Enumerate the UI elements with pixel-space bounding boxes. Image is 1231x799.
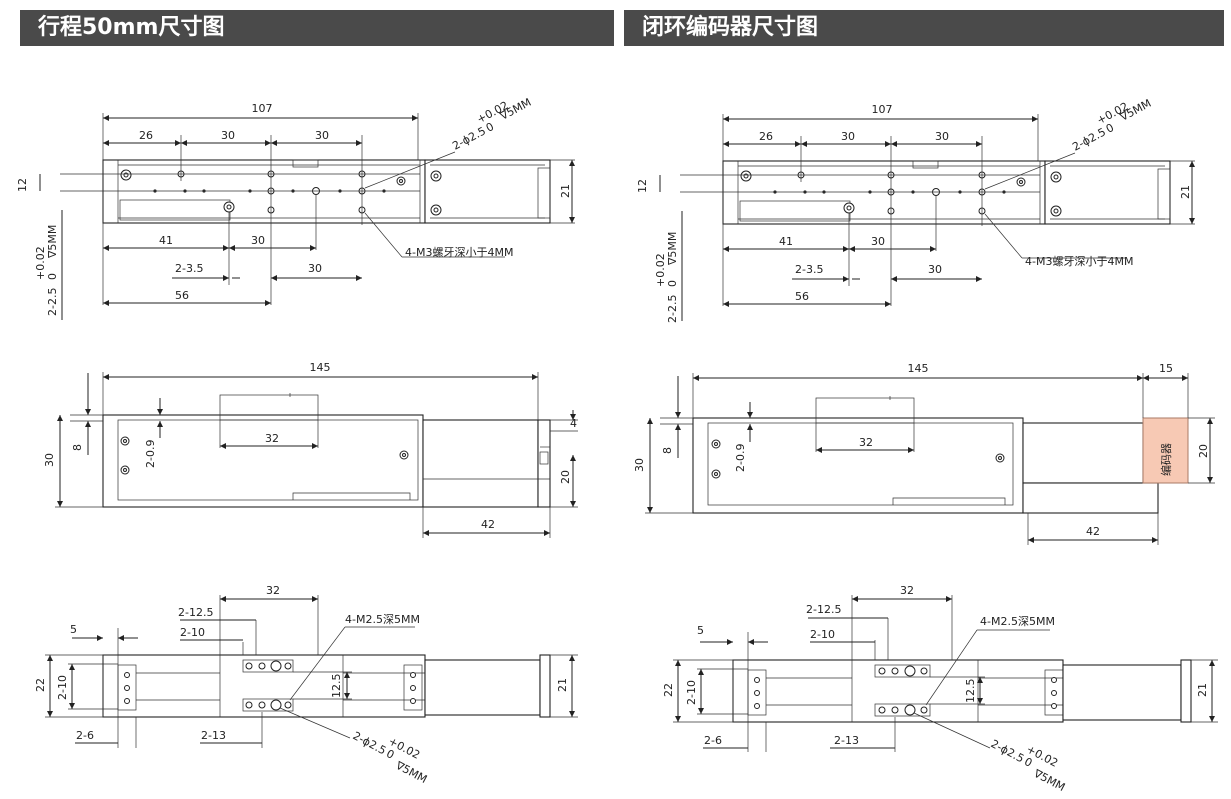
dim-30-d: 30 bbox=[928, 263, 942, 276]
hole-tolerance-note: 2-ϕ2.5 0 +0.02 ∇5MM bbox=[351, 729, 430, 786]
dim-41: 41 bbox=[779, 235, 793, 248]
left-side-view: 145 30 8 2-0.9 32 4 20 42 bbox=[43, 361, 578, 538]
dim-42: 42 bbox=[481, 518, 495, 531]
thread-note: 4-M2.5深5MM bbox=[980, 615, 1055, 628]
thread-note: 4-M2.5深5MM bbox=[345, 613, 420, 626]
dim-30: 30 bbox=[633, 458, 646, 472]
dim-12-5: 12.5 bbox=[330, 674, 343, 699]
dim-21: 21 bbox=[559, 184, 572, 198]
dim-26: 26 bbox=[139, 129, 153, 142]
dim-32: 32 bbox=[900, 584, 914, 597]
svg-text:2-ϕ2.5: 2-ϕ2.5 bbox=[1070, 125, 1108, 153]
svg-text:∇5MM: ∇5MM bbox=[46, 225, 59, 259]
dim-12: 12 bbox=[636, 179, 649, 193]
dim-56: 56 bbox=[175, 289, 189, 302]
svg-text:2-ϕ2.5: 2-ϕ2.5 bbox=[989, 737, 1027, 765]
dim-8: 8 bbox=[71, 444, 84, 451]
dim-21: 21 bbox=[556, 678, 569, 692]
svg-text:编码器: 编码器 bbox=[1159, 443, 1173, 476]
svg-text:0: 0 bbox=[666, 280, 679, 287]
dim-32: 32 bbox=[265, 432, 279, 445]
dim-32: 32 bbox=[266, 584, 280, 597]
dim-30-c: 30 bbox=[251, 234, 265, 247]
dim-2-10-side: 2-10 bbox=[685, 680, 698, 705]
encoder-block bbox=[1142, 417, 1189, 484]
dim-12: 12 bbox=[16, 178, 29, 192]
dim-2-6: 2-6 bbox=[76, 729, 94, 742]
dim-2-12-5: 2-12.5 bbox=[178, 606, 213, 619]
dim-5: 5 bbox=[697, 624, 704, 637]
side-tolerance-note: 2-2.5 0 +0.02 ∇5MM bbox=[654, 232, 679, 323]
dim-15: 15 bbox=[1159, 362, 1173, 375]
svg-text:2-2.5: 2-2.5 bbox=[46, 288, 59, 316]
dim-20: 20 bbox=[559, 470, 572, 484]
dim-2-13: 2-13 bbox=[834, 734, 859, 747]
dim-30-c: 30 bbox=[871, 235, 885, 248]
right-section-header: 闭环编码器尺寸图 bbox=[624, 10, 1224, 46]
dim-2-0-9: 2-0.9 bbox=[144, 440, 157, 468]
dim-5: 5 bbox=[70, 623, 77, 636]
dim-30-a: 30 bbox=[221, 129, 235, 142]
dim-2-3-5: 2-3.5 bbox=[175, 262, 203, 275]
dim-22: 22 bbox=[34, 678, 47, 692]
dim-145: 145 bbox=[908, 362, 929, 375]
hole-tolerance-note: 2-ϕ2.5 0 +0.02 ∇5MM bbox=[1070, 97, 1153, 154]
svg-text:+0.02: +0.02 bbox=[34, 246, 47, 280]
dim-8: 8 bbox=[661, 447, 674, 454]
right-bottom-view: 32 2-12.5 2-10 5 22 2-10 12.5 21 2-6 2-1… bbox=[662, 584, 1218, 794]
dim-2-3-5: 2-3.5 bbox=[795, 263, 823, 276]
dim-22: 22 bbox=[662, 683, 675, 697]
side-tolerance-note: 2-2.5 0 +0.02 ∇5MM bbox=[34, 225, 59, 316]
dim-30-b: 30 bbox=[315, 129, 329, 142]
svg-text:0: 0 bbox=[46, 273, 59, 280]
dim-12-5: 12.5 bbox=[964, 679, 977, 704]
dim-30: 30 bbox=[43, 453, 56, 467]
right-side-view: 编码器 145 15 30 8 2-0.9 32 20 42 bbox=[633, 362, 1215, 545]
dim-32: 32 bbox=[859, 436, 873, 449]
svg-text:2-2.5: 2-2.5 bbox=[666, 295, 679, 323]
left-top-view: 107 26 30 30 12 21 41 30 2-3.5 30 56 2-ϕ… bbox=[16, 96, 575, 320]
dim-30-b: 30 bbox=[935, 130, 949, 143]
dim-2-13: 2-13 bbox=[201, 729, 226, 742]
svg-text:∇5MM: ∇5MM bbox=[393, 758, 429, 786]
dim-2-12-5: 2-12.5 bbox=[806, 603, 841, 616]
dim-20: 20 bbox=[1197, 444, 1210, 458]
thread-note: 4-M3螺牙深小于4MM bbox=[405, 246, 513, 259]
thread-note: 4-M3螺牙深小于4MM bbox=[1025, 255, 1133, 268]
encoder-label: 编码器 bbox=[1159, 443, 1173, 476]
dim-107: 107 bbox=[252, 102, 273, 115]
dim-42: 42 bbox=[1086, 525, 1100, 538]
left-section-header: 行程50mm尺寸图 bbox=[20, 10, 614, 46]
hole-tolerance-note: 2-ϕ2.5 0 +0.02 ∇5MM bbox=[989, 737, 1068, 794]
svg-text:∇5MM: ∇5MM bbox=[1031, 766, 1067, 794]
dim-2-10-top: 2-10 bbox=[180, 626, 205, 639]
dim-145: 145 bbox=[310, 361, 331, 374]
dim-56: 56 bbox=[795, 290, 809, 303]
svg-text:∇5MM: ∇5MM bbox=[666, 232, 679, 266]
dim-21: 21 bbox=[1179, 185, 1192, 199]
svg-text:2-ϕ2.5: 2-ϕ2.5 bbox=[450, 124, 488, 152]
right-top-view: 107 26 30 30 12 21 41 30 2-3.5 30 56 2-ϕ… bbox=[636, 97, 1195, 323]
dim-2-6: 2-6 bbox=[704, 734, 722, 747]
dim-4: 4 bbox=[570, 417, 577, 430]
dim-30-d: 30 bbox=[308, 262, 322, 275]
dim-2-0-9: 2-0.9 bbox=[734, 444, 747, 472]
dim-21: 21 bbox=[1196, 683, 1209, 697]
dim-2-10-top: 2-10 bbox=[810, 628, 835, 641]
hole-tolerance-note: 2-ϕ2.5 0 +0.02 ∇5MM bbox=[450, 96, 533, 153]
dim-2-10-side: 2-10 bbox=[56, 675, 69, 700]
svg-text:2-ϕ2.5: 2-ϕ2.5 bbox=[351, 729, 389, 757]
dim-107: 107 bbox=[872, 103, 893, 116]
dim-26: 26 bbox=[759, 130, 773, 143]
dim-30-a: 30 bbox=[841, 130, 855, 143]
dim-41: 41 bbox=[159, 234, 173, 247]
svg-text:+0.02: +0.02 bbox=[654, 253, 667, 287]
left-bottom-view: 32 2-12.5 2-10 5 22 2-10 12.5 21 2-6 2-1… bbox=[34, 584, 578, 786]
